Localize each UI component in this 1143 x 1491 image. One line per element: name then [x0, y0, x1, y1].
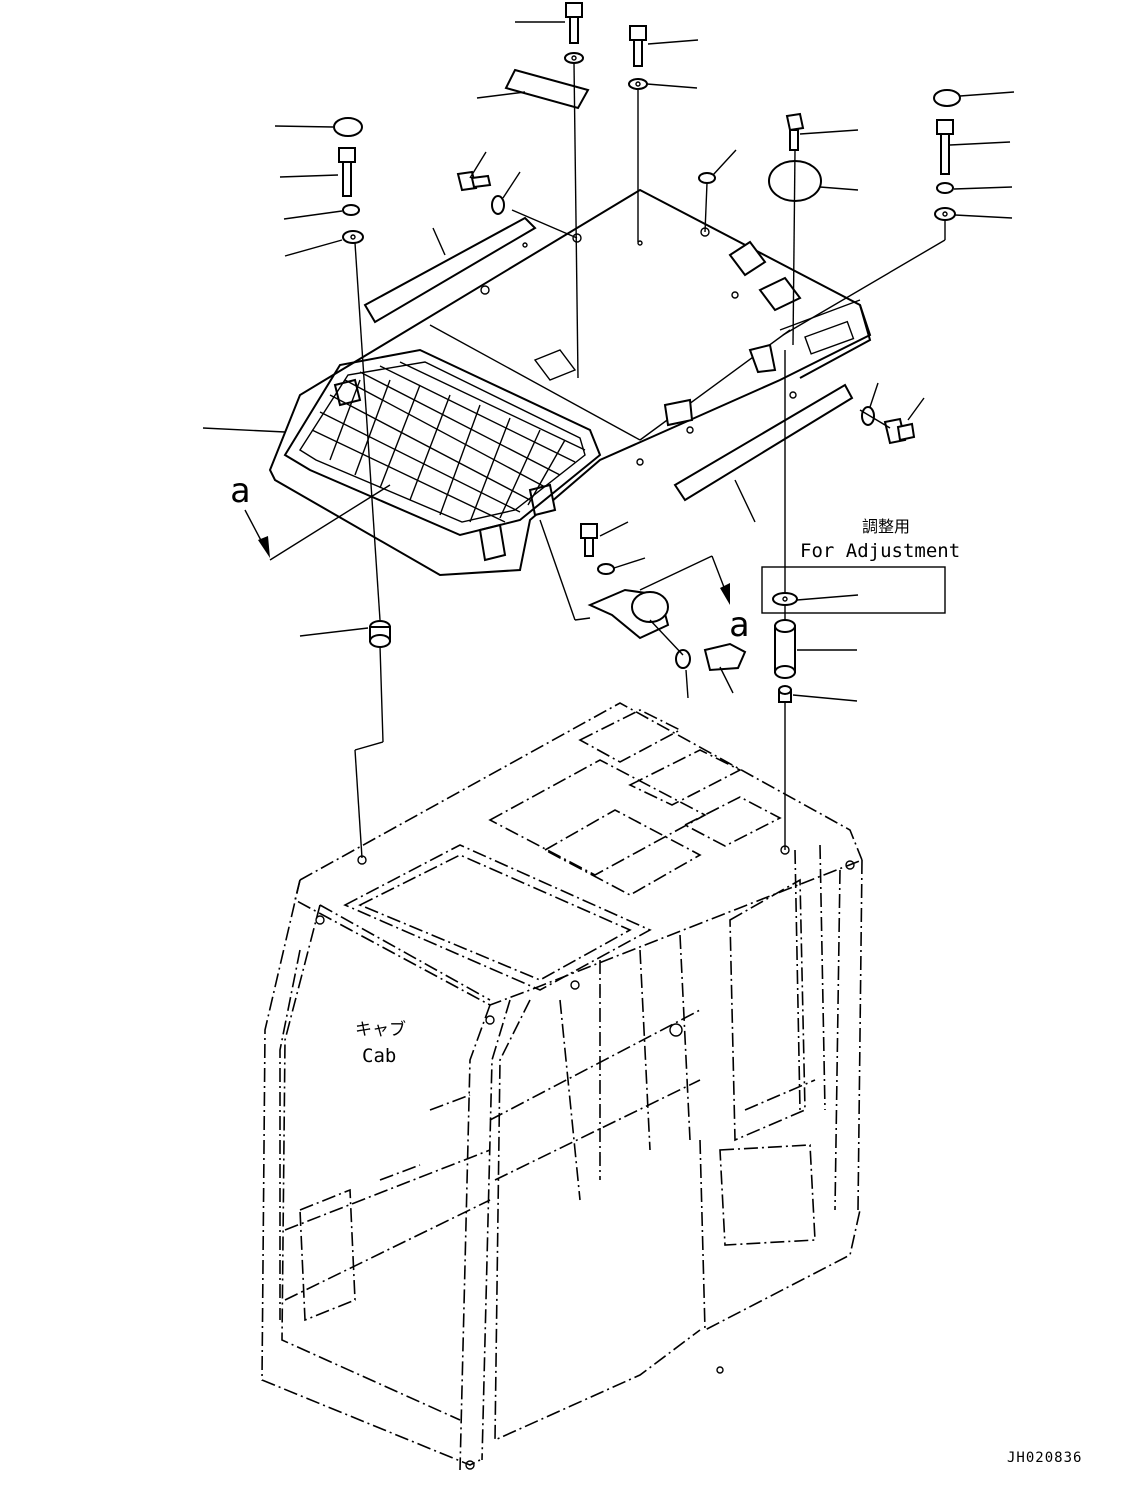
cab-frame — [261, 702, 863, 1471]
leader-lines — [202, 21, 1015, 702]
adjustment-box — [761, 566, 946, 614]
top-bolts — [333, 2, 961, 445]
adjustment-label-en: For Adjustment — [800, 540, 960, 562]
center-bracket-assembly — [580, 523, 747, 672]
assembly-centerlines — [269, 62, 946, 859]
left-side-strip — [363, 216, 537, 324]
right-side-strip — [673, 383, 854, 502]
cab-label-en: Cab — [362, 1045, 396, 1067]
roof-guard-grille — [283, 348, 602, 537]
view-mark-a-right: a — [729, 605, 749, 645]
adjustment-label-jp: 調整用 — [862, 517, 910, 536]
drawing-code: JH020836 — [1007, 1450, 1082, 1466]
cab-label-jp: キャブ — [355, 1019, 406, 1040]
roof-cover-panel — [268, 188, 872, 577]
view-mark-a-left: a — [230, 471, 250, 511]
view-arrows — [244, 509, 730, 605]
